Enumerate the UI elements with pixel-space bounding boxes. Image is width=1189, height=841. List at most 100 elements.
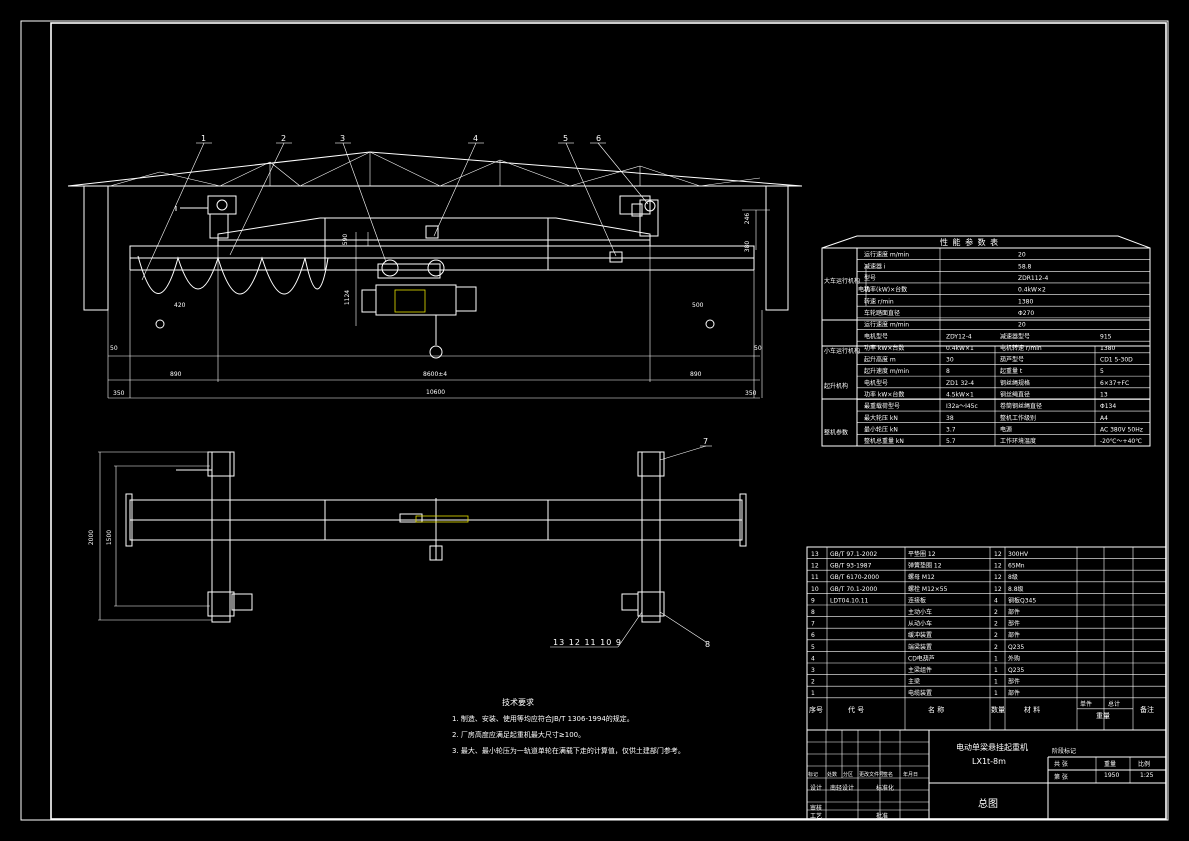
bom-qty: 1 (994, 690, 998, 697)
bom-code: GB/T 6170-2000 (830, 574, 879, 581)
perf-name: 型号 (864, 274, 876, 282)
bom-qty: 12 (994, 574, 1002, 581)
perf-name: 起升速度 m/min (864, 367, 909, 375)
perf-v2: 5 (1100, 368, 1104, 375)
inner-frame (50, 22, 1167, 820)
perf-name: 功率(kW)×台数 (864, 286, 907, 294)
perf-name2: 工作环境温度 (1000, 437, 1036, 445)
perf-name: 最大轮压 kN (864, 414, 898, 422)
perf-v2: -20℃～+40℃ (1100, 438, 1142, 445)
bom-name: 电缆装置 (908, 689, 932, 697)
bom-h-w1: 单件 (1080, 700, 1092, 708)
bom-name: 弹簧垫圈 12 (908, 562, 942, 570)
bom-no: 13 (811, 551, 819, 558)
perf-v2: 915 (1100, 333, 1112, 340)
bom-name: 端梁装置 (908, 643, 932, 651)
bom-no: 3 (811, 667, 815, 674)
bom-mat: 部件 (1008, 620, 1020, 628)
perf-v2: AC 380V 50Hz (1100, 426, 1143, 433)
perf-name: 运行速度 m/min (864, 251, 909, 259)
perf-name2: 钢丝绳规格 (1000, 379, 1030, 387)
perf-name: 减速器 i (864, 262, 886, 270)
bom-h-mat: 材 料 (1024, 705, 1040, 714)
bom-qty: 2 (994, 644, 998, 651)
bom-h-w2: 总计 (1108, 700, 1120, 708)
bom-no: 6 (811, 632, 815, 639)
bom-mat: 钢板Q345 (1008, 596, 1036, 604)
perf-name2: 起重量 t (1000, 367, 1023, 375)
perf-v1: ZDY12-4 (946, 333, 972, 340)
perf-group: 整机参数 (824, 428, 848, 436)
bom-code: GB/T 93-1987 (830, 563, 872, 570)
perf-v1: 5.7 (946, 438, 956, 445)
elevation-view (67, 142, 803, 399)
perf-name: 电机型号 (864, 379, 888, 387)
bom-mat: 部件 (1008, 678, 1020, 686)
bom-no: 9 (811, 597, 815, 604)
perf-v1: Φ270 (1018, 310, 1034, 317)
bom-name: 主动小车 (908, 608, 932, 616)
bom-name: 主梁组件 (908, 666, 932, 674)
perf-v1: ZD1 32-4 (946, 380, 974, 387)
perf-group: 小车运行机构 (824, 347, 860, 355)
perf-group: 大车运行机构 (824, 277, 860, 285)
perf-sub: 电机 (858, 286, 870, 294)
perf-v1: ZDR112-4 (1018, 275, 1049, 282)
bom-mat: 部件 (1008, 631, 1020, 639)
perf-v1: 20 (1018, 322, 1026, 329)
perf-v2: A4 (1100, 415, 1108, 422)
bom-h-note: 备注 (1140, 705, 1154, 714)
title-block (806, 729, 1167, 820)
perf-name: 最重载荷型号 (864, 402, 900, 410)
bom-h-name: 名 称 (928, 705, 944, 714)
bom-mat: 300HV (1008, 551, 1029, 558)
bom-name: CD电葫芦 (908, 654, 935, 662)
bom-qty: 2 (994, 632, 998, 639)
perf-name: 转速 r/min (864, 297, 894, 305)
bom-qty: 1 (994, 655, 998, 662)
bom-mat: 8级 (1008, 573, 1018, 581)
perf-v1: 8 (946, 368, 950, 375)
perf-v1: 4.5kW×1 (946, 392, 974, 399)
bom-code: LDT04.10.11 (830, 597, 869, 604)
bom-no: 7 (811, 621, 815, 628)
bom-h-wt: 重量 (1096, 712, 1110, 720)
perf-name2: 葫芦型号 (1000, 356, 1024, 364)
perf-name: 电机型号 (864, 332, 888, 340)
perf-name: 车轮踏面直径 (864, 309, 900, 317)
bom-no: 12 (811, 563, 819, 570)
perf-name: 功率 kW×台数 (864, 344, 904, 352)
bom-name: 连接板 (908, 596, 926, 604)
bom-name: 缓冲装置 (908, 631, 932, 639)
bom-h-code: 代 号 (848, 705, 864, 714)
left-wall (83, 185, 109, 311)
bom-mat: 部件 (1008, 689, 1020, 697)
bom-name: 螺母 M12 (908, 573, 935, 581)
bom-code: GB/T 70.1-2000 (830, 586, 877, 593)
perf-group: 起升机构 (824, 382, 848, 390)
bom-name: 螺栓 M12×55 (908, 585, 948, 593)
perf-v2: Φ134 (1100, 403, 1116, 410)
bom-qty: 2 (994, 621, 998, 628)
perf-name2: 钢丝绳直径 (1000, 391, 1030, 399)
bom-mat: 65Mn (1008, 563, 1025, 570)
bom-qty: 4 (994, 597, 998, 604)
bom-no: 8 (811, 609, 815, 616)
bom-no: 2 (811, 679, 815, 686)
perf-v2: 13 (1100, 392, 1108, 399)
perf-name2: 电源 (1000, 425, 1012, 433)
perf-name: 整机总重量 kN (864, 437, 904, 445)
perf-v1: 58.8 (1018, 263, 1032, 270)
perf-v1: I32a～I45c (946, 403, 978, 410)
perf-v1: 0.4kW×2 (1018, 287, 1046, 294)
bom-no: 5 (811, 644, 815, 651)
perf-v2: 6×37+FC (1100, 380, 1129, 387)
bom-h-qty: 数量 (991, 705, 1005, 714)
right-wall (765, 185, 789, 311)
bom-mat: 8.8级 (1008, 585, 1024, 593)
bom-no: 4 (811, 655, 815, 662)
perf-name2: 减速器型号 (1000, 332, 1030, 340)
